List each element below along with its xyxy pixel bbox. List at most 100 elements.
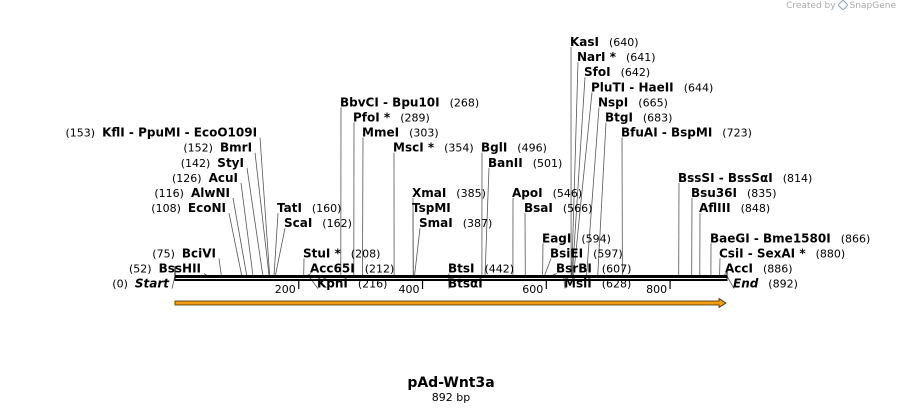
- enzyme-position: (387): [463, 217, 493, 230]
- enzyme-site[interactable]: XmaI(385): [412, 186, 486, 200]
- enzyme-site[interactable]: BbvCI - Bpu10I(268): [340, 95, 479, 109]
- leader-line: [246, 167, 264, 277]
- enzyme-site[interactable]: CsiI - SexAI *(880): [719, 246, 845, 260]
- enzyme-site[interactable]: KpnI(216): [317, 277, 387, 291]
- enzyme-site[interactable]: BsrBI(607): [556, 262, 631, 276]
- enzyme-name: PfoI *: [353, 111, 391, 125]
- enzyme-name: Bsu36I: [691, 186, 737, 200]
- enzyme-position: (160): [312, 202, 342, 215]
- enzyme-site[interactable]: BciVI(75): [152, 246, 216, 260]
- enzyme-position: (442): [485, 263, 515, 276]
- leader-line: [259, 137, 271, 277]
- leader-line: [544, 258, 552, 277]
- sequence-backbone: [174, 266, 728, 281]
- credit-brand: SnapGene: [849, 1, 896, 11]
- enzyme-name: BsiEI: [550, 246, 583, 260]
- enzyme-name: StuI *: [303, 246, 342, 260]
- enzyme-position: (880): [816, 247, 846, 260]
- leader-line: [232, 197, 248, 277]
- enzyme-site[interactable]: BsaI (566): [524, 201, 592, 215]
- enzyme-site[interactable]: SmaI(387): [419, 216, 492, 230]
- enzyme-name: KasI: [570, 35, 599, 49]
- enzyme-site[interactable]: NspI(665): [598, 95, 668, 109]
- enzyme-site[interactable]: AlwNI(116): [154, 186, 230, 200]
- enzyme-site[interactable]: KasI(640): [570, 35, 639, 49]
- enzyme-site[interactable]: EcoNI(108): [151, 201, 226, 215]
- enzyme-name: BsaI: [524, 201, 553, 215]
- enzyme-site[interactable]: Bsu36I(835): [691, 186, 777, 200]
- leader-line: [228, 213, 243, 277]
- enzyme-site[interactable]: EagI(594): [542, 231, 611, 245]
- enzyme-site[interactable]: End(892): [733, 277, 798, 291]
- enzyme-position: (126): [172, 172, 202, 185]
- enzyme-position: (496): [517, 142, 547, 155]
- enzyme-name: KpnI: [317, 277, 348, 291]
- leader-line: [274, 228, 286, 277]
- enzyme-name: EagI: [542, 231, 571, 245]
- leader-line: [254, 152, 270, 277]
- enzyme-position: (0): [112, 278, 128, 291]
- enzyme-site[interactable]: MslI(628): [564, 277, 631, 291]
- enzyme-site[interactable]: TatI(160): [277, 201, 341, 215]
- enzyme-site[interactable]: BanII (501): [488, 156, 562, 170]
- enzyme-site[interactable]: BglI (496): [481, 141, 547, 155]
- enzyme-site[interactable]: ApoI(546): [512, 186, 582, 200]
- enzyme-name: Acc65I: [310, 262, 355, 276]
- enzyme-site[interactable]: BssHII(52): [129, 262, 201, 276]
- enzyme-name: BssSI - BssSαI: [678, 171, 773, 185]
- enzyme-site[interactable]: NarI *(641): [577, 50, 656, 64]
- enzyme-site[interactable]: SfoI(642): [584, 65, 650, 79]
- enzyme-site[interactable]: TspMI: [412, 201, 451, 215]
- enzyme-name: EcoNI: [188, 201, 226, 215]
- backbone-top-strand: [175, 275, 727, 278]
- enzyme-name: Start: [135, 277, 170, 291]
- enzyme-site[interactable]: BtsI(442): [448, 262, 514, 276]
- enzyme-name: BanII: [488, 156, 523, 170]
- enzyme-site[interactable]: PfoI *(289): [353, 111, 430, 125]
- enzyme-site[interactable]: PluTI - HaeII(644): [591, 80, 713, 94]
- enzyme-site[interactable]: BmrI(152): [183, 141, 252, 155]
- enzyme-site[interactable]: AccI(886): [725, 262, 793, 276]
- enzyme-site[interactable]: KflI - PpuMI - EcoO109I(153): [66, 126, 258, 140]
- enzyme-site[interactable]: BsiEI (597): [550, 246, 623, 260]
- enzyme-position: (153): [66, 127, 96, 140]
- enzyme-position: (212): [365, 263, 395, 276]
- credit-prefix: Created by: [786, 1, 836, 11]
- enzyme-name: BciVI: [182, 246, 216, 260]
- enzyme-site[interactable]: ScaI(162): [284, 216, 352, 230]
- enzyme-position: (892): [768, 278, 798, 291]
- enzyme-name: BglI: [481, 141, 507, 155]
- enzyme-site[interactable]: Acc65I (212): [310, 262, 394, 276]
- enzyme-site[interactable]: StyI(142): [181, 156, 244, 170]
- enzyme-site[interactable]: BaeGI - Bme1580I(866): [710, 231, 870, 245]
- enzyme-site[interactable]: AcuI(126): [172, 171, 238, 185]
- enzyme-site[interactable]: AflIII(848): [699, 201, 770, 215]
- enzyme-name: PluTI - HaeII: [591, 80, 674, 94]
- enzyme-position: (208): [351, 247, 381, 260]
- enzyme-site[interactable]: BtsαI: [448, 277, 483, 291]
- leader-line: [571, 62, 579, 277]
- enzyme-name: AflIII: [699, 201, 731, 215]
- feature-arrow-shape: [174, 297, 727, 309]
- enzyme-position: (597): [593, 247, 623, 260]
- leader-line: [448, 275, 450, 289]
- enzyme-position: (501): [533, 157, 563, 170]
- enzyme-position: (566): [563, 202, 593, 215]
- enzyme-site[interactable]: Start (0): [112, 277, 170, 291]
- enzyme-site[interactable]: MscI *(354): [393, 141, 474, 155]
- enzyme-position: (142): [181, 157, 211, 170]
- enzyme-position: (866): [841, 232, 871, 245]
- leader-line: [240, 182, 254, 277]
- snapgene-credit: Created by SnapGene: [786, 0, 896, 11]
- enzyme-name: MmeI: [362, 126, 399, 140]
- enzyme-site[interactable]: BfuAI - BspMI(723): [621, 126, 752, 140]
- enzyme-site[interactable]: StuI * (208): [303, 246, 380, 260]
- enzyme-name: ApoI: [512, 186, 543, 200]
- enzyme-name: BssHII: [159, 262, 201, 276]
- enzyme-position: (303): [409, 127, 439, 140]
- enzyme-site[interactable]: BssSI - BssSαI(814): [678, 171, 812, 185]
- enzyme-site[interactable]: BtgI(683): [605, 111, 672, 125]
- ruler-label: 200: [275, 283, 296, 296]
- enzyme-site[interactable]: MmeI (303): [362, 126, 439, 140]
